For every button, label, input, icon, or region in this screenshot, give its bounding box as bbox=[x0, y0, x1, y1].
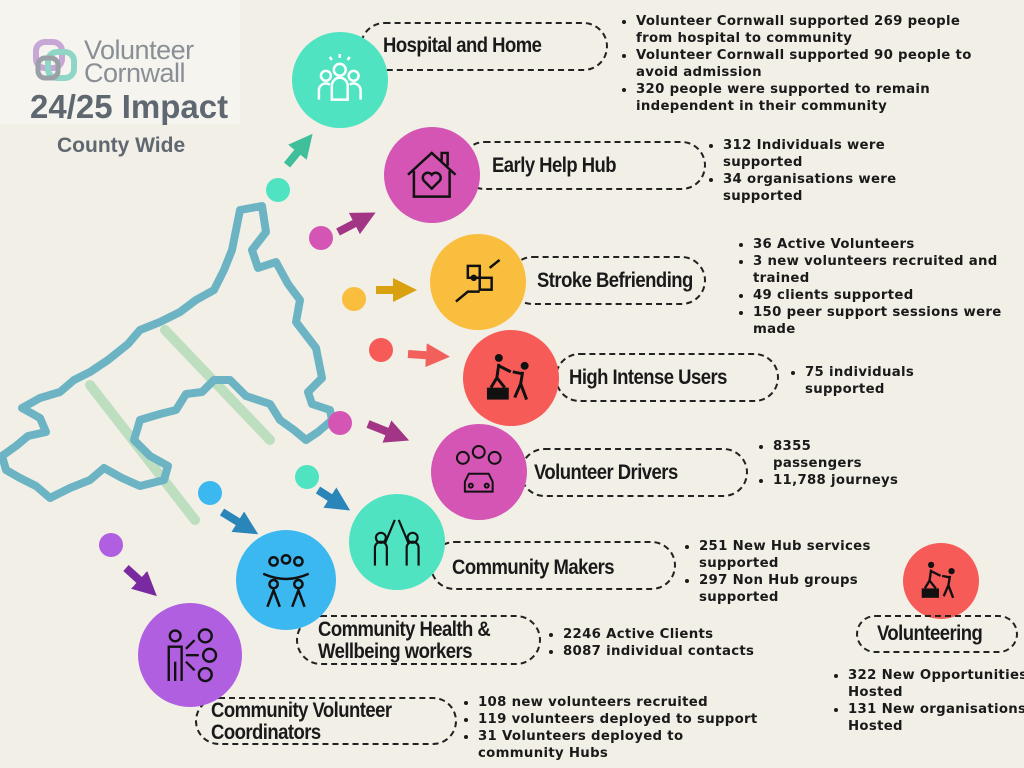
arrow-icon bbox=[407, 343, 450, 368]
connector-dot bbox=[295, 465, 319, 489]
community-health-title-text: Community Health & Wellbeing workers bbox=[318, 618, 491, 663]
people-group-icon bbox=[317, 54, 363, 102]
early-help-title: Early Help Hub bbox=[492, 154, 617, 177]
stroke-befriending-title: Stroke Befriending bbox=[537, 269, 693, 292]
stat-item: 251 New Hub services supported bbox=[699, 538, 899, 572]
arrow-icon bbox=[219, 508, 259, 535]
helping-climb-icon bbox=[922, 562, 956, 599]
stat-item: 297 Non Hub groups supported bbox=[699, 572, 899, 606]
stat-item: 320 people were supported to remain inde… bbox=[636, 81, 996, 115]
stat-item: 3 new volunteers recruited and trained bbox=[753, 253, 1023, 287]
stroke-befriending-circle bbox=[430, 234, 526, 330]
helping-climb-icon bbox=[487, 354, 529, 401]
logo-text-volunteer: Volunteer bbox=[84, 35, 194, 65]
connector-dot bbox=[266, 178, 290, 202]
arrow-icon bbox=[123, 565, 157, 597]
stat-item: 11,788 journeys bbox=[773, 472, 933, 489]
volunteer-drivers-circle bbox=[431, 424, 527, 520]
community-health-title: Community Health & Wellbeing workers bbox=[318, 619, 494, 663]
volunteering-label-pill bbox=[856, 615, 1018, 653]
cvc-title-text: Community Volunteer Coordinators bbox=[211, 699, 392, 744]
stat-item: 49 clients supported bbox=[753, 287, 1023, 304]
high-intense-users-circle bbox=[463, 330, 559, 426]
community-health-stats: 2246 Active Clients 8087 individual cont… bbox=[545, 626, 793, 660]
stat-item: 322 New Opportunities Hosted bbox=[848, 667, 1024, 701]
hospital-home-stats: Volunteer Cornwall supported 269 people … bbox=[618, 13, 996, 115]
stat-item: 312 Individuals were supported bbox=[723, 137, 923, 171]
volunteering-stats: 322 New Opportunities Hosted 131 New org… bbox=[830, 667, 1024, 735]
community-makers-stats: 251 New Hub services supported 297 Non H… bbox=[681, 538, 899, 606]
high-intense-users-stats: 75 individuals supported bbox=[787, 364, 955, 398]
community-health-circle bbox=[236, 530, 336, 630]
stat-item: 36 Active Volunteers bbox=[753, 236, 1023, 253]
stat-item: 108 new volunteers recruited bbox=[478, 694, 768, 711]
puzzle-hands-icon bbox=[455, 259, 501, 303]
person-options-icon bbox=[167, 628, 217, 682]
connector-dot bbox=[328, 411, 352, 435]
stat-item: Volunteer Cornwall supported 90 people t… bbox=[636, 47, 996, 81]
volunteer-drivers-title: Volunteer Drivers bbox=[534, 461, 678, 484]
arrow-icon bbox=[336, 212, 376, 236]
stat-item: 131 New organisations Hosted bbox=[848, 701, 1024, 735]
stroke-befriending-stats: 36 Active Volunteers 3 new volunteers re… bbox=[735, 236, 1023, 338]
page-title: 24/25 Impact bbox=[30, 88, 229, 125]
early-help-circle bbox=[384, 127, 480, 223]
arrow-icon bbox=[283, 133, 313, 168]
cvc-stats: 108 new volunteers recruited 119 volunte… bbox=[460, 694, 768, 762]
volunteer-drivers-stats: 8355 passengers 11,788 journeys bbox=[755, 438, 933, 489]
stat-item: 150 peer support sessions were made bbox=[753, 304, 1023, 338]
cvc-title: Community Volunteer Coordinators bbox=[211, 700, 405, 744]
volunteering-title: Volunteering bbox=[877, 622, 983, 645]
arrow-icon bbox=[315, 486, 351, 511]
community-makers-title: Community Makers bbox=[452, 556, 615, 579]
community-health-label-pill bbox=[296, 615, 541, 665]
connector-dot bbox=[99, 533, 123, 557]
volunteering-circle bbox=[903, 543, 979, 619]
community-makers-circle bbox=[349, 494, 445, 590]
stat-item: 75 individuals supported bbox=[805, 364, 955, 398]
connector-dot bbox=[342, 287, 366, 311]
connector-dot bbox=[198, 481, 222, 505]
cvc-label-pill bbox=[195, 697, 457, 745]
house-heart-icon bbox=[407, 151, 457, 199]
connector-dot bbox=[369, 338, 393, 362]
volunteer-cornwall-logo-icon bbox=[33, 39, 77, 81]
stat-item: 31 Volunteers deployed to community Hubs bbox=[478, 728, 768, 762]
stat-item: 34 organisations were supported bbox=[723, 171, 923, 205]
hospital-home-circle bbox=[292, 32, 388, 128]
car-passengers-icon bbox=[456, 445, 502, 493]
cvc-circle bbox=[138, 603, 242, 707]
connector-dot bbox=[309, 226, 333, 250]
page-subtitle: County Wide bbox=[57, 134, 186, 157]
group-hug-icon bbox=[262, 553, 310, 608]
stat-item: 8087 individual contacts bbox=[563, 643, 793, 660]
stat-item: 2246 Active Clients bbox=[563, 626, 793, 643]
stat-item: Volunteer Cornwall supported 269 people … bbox=[636, 13, 996, 47]
high-intense-users-title: High Intense Users bbox=[569, 366, 727, 389]
stat-item: 8355 passengers bbox=[773, 438, 863, 472]
logo-text-cornwall: Cornwall bbox=[84, 58, 186, 88]
high-five-icon bbox=[374, 519, 420, 566]
hospital-home-title: Hospital and Home bbox=[383, 34, 542, 57]
stat-item: 119 volunteers deployed to support bbox=[478, 711, 768, 728]
early-help-stats: 312 Individuals were supported 34 organi… bbox=[705, 137, 923, 205]
arrow-icon bbox=[366, 420, 410, 443]
